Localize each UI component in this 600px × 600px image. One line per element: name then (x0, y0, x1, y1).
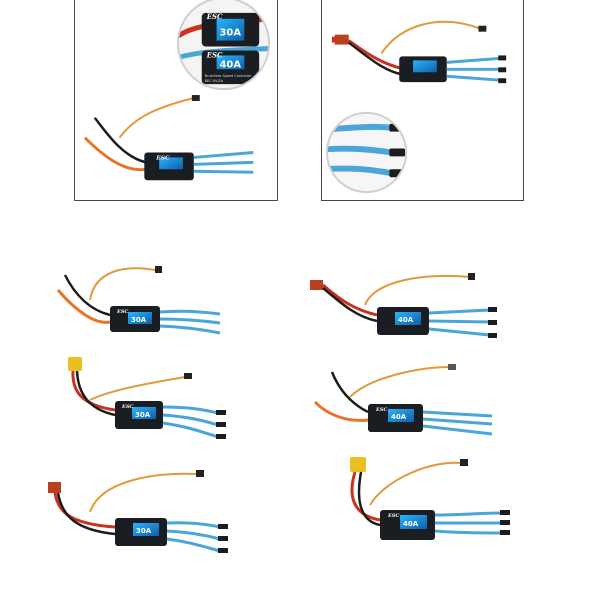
amp-label-ml: 30A (131, 316, 147, 324)
photo-panel-top-left: ESC 30A ESC 40A Brushless Speed Controll… (74, 0, 278, 201)
esc-photo-middle-left: ESC 30A (56, 266, 221, 335)
amp-label-mr: 40A (398, 316, 414, 324)
esc-label-cr: ESC (375, 407, 387, 413)
magnifier-circle-icon: ESC 30A ESC 40A Brushless Speed Controll… (177, 0, 271, 91)
deans-connector-icon (310, 280, 323, 290)
deans-connector-icon (48, 482, 61, 493)
esc-photo-center-right: ESC 40A (313, 364, 493, 436)
amp-label-cr: 40A (391, 413, 407, 421)
esc-photo-bottom-right: ESC 40A (350, 457, 510, 540)
amp-label-bl: 30A (136, 527, 152, 535)
xt60-connector-icon (68, 357, 82, 371)
xt60-connector-icon (350, 457, 366, 472)
esc-label-main-tl: ESC (155, 154, 170, 161)
esc-label-br: ESC (387, 513, 399, 519)
esc-label-cl: ESC (121, 404, 133, 410)
esc-module-icon: ESC 40A (313, 364, 493, 436)
esc-module-icon: 40A (310, 273, 497, 338)
photo-esc-middle-left: ESC 30A (55, 260, 245, 348)
esc-photo-top-left: ESC 30A ESC 40A Brushless Speed Controll… (83, 0, 271, 181)
esc-module-icon: ESC 30A (68, 357, 226, 439)
amp-label-br: 40A (403, 520, 419, 528)
photo-esc-bottom-right: ESC 40A (330, 455, 530, 555)
esc-label-ml: ESC (116, 309, 128, 315)
esc-photo-middle-right: 40A (310, 273, 497, 338)
sticker-text-mag-2: BEC:5V/2A (205, 79, 224, 83)
esc-photo-center-left: ESC 30A (68, 357, 226, 439)
amp-label-mag-bottom: 40A (220, 59, 242, 70)
esc-photo-top-right (325, 20, 507, 194)
magnifier-circle-icon (325, 111, 408, 194)
esc-module-icon: ESC (83, 95, 254, 181)
esc-label-mag-top: ESC (206, 12, 223, 21)
esc-module-icon: ESC 40A (350, 457, 510, 540)
photo-esc-center-right: ESC 40A (310, 362, 510, 444)
photo-esc-center-left: ESC 30A (60, 355, 250, 440)
esc-label-mag-bottom: ESC (206, 50, 223, 59)
sticker-text-mag-1: Brushless Speed Controller (205, 74, 252, 78)
amp-label-cl: 30A (135, 411, 151, 419)
amp-label-mag-top: 30A (220, 28, 242, 39)
esc-module-icon: ESC 30A (56, 266, 221, 335)
esc-module-icon (331, 20, 507, 84)
esc-module-icon: 30A (48, 470, 228, 553)
esc-photo-bottom-left: 30A (48, 470, 228, 553)
deans-connector-icon (331, 34, 349, 45)
photo-esc-bottom-left: 30A (40, 462, 250, 557)
photo-panel-top-right (321, 0, 524, 201)
photo-esc-middle-right: 40A (305, 265, 515, 355)
